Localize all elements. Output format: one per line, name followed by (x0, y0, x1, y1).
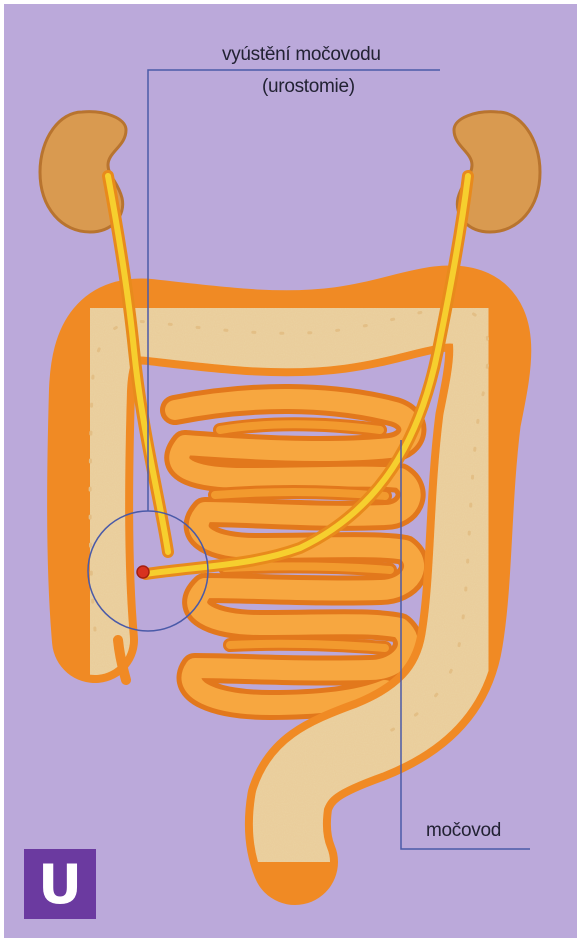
label-ureter: močovod (426, 820, 501, 842)
label-stoma: vyústění močovodu (222, 44, 381, 66)
stoma-dot (137, 566, 149, 578)
section-badge: U (24, 849, 96, 919)
label-stoma-sub: (urostomie) (262, 76, 355, 98)
